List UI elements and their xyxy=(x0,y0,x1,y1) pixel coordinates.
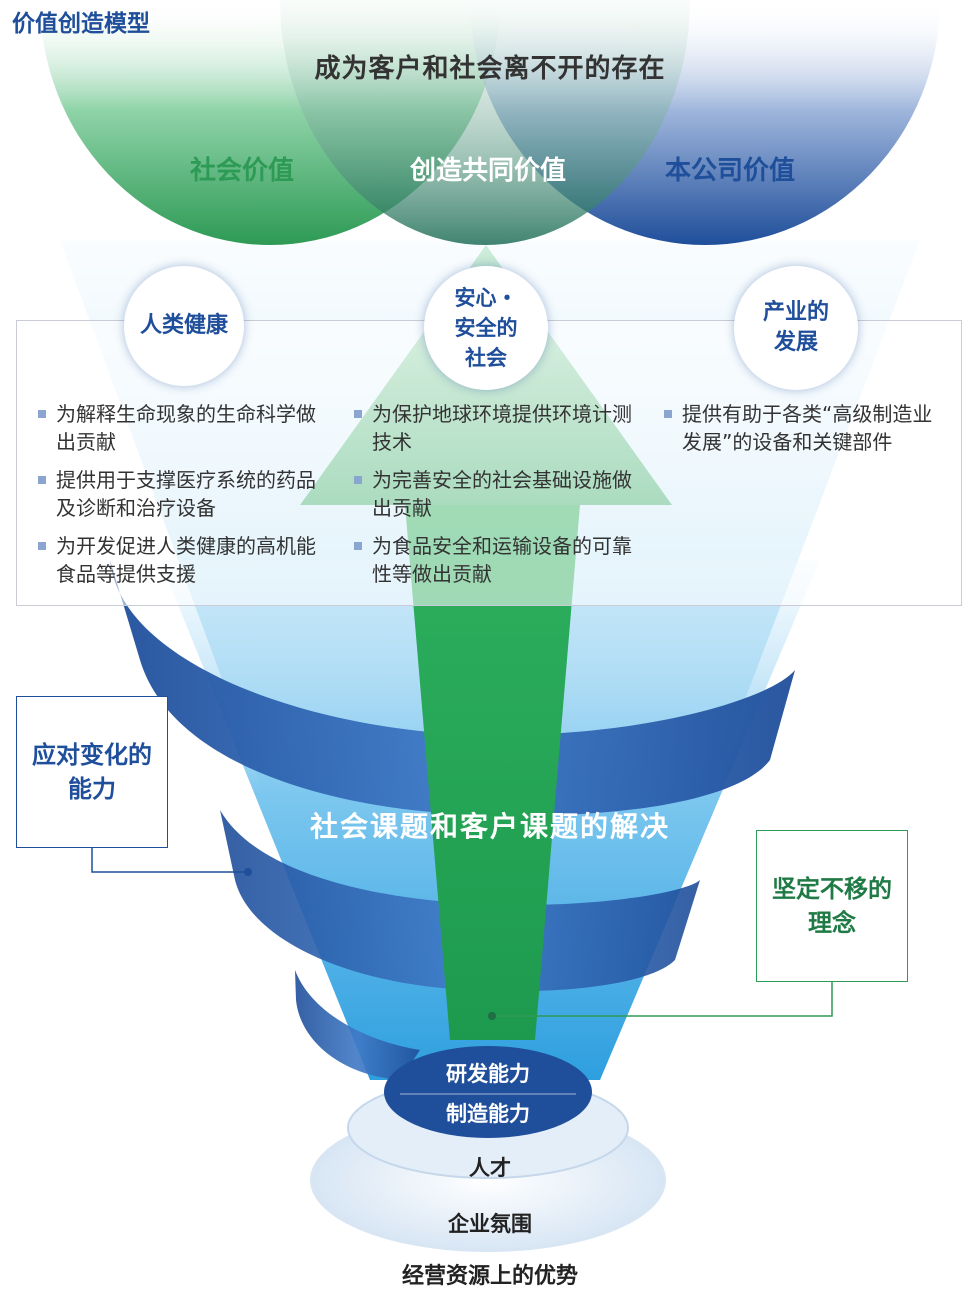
diagram-title: 价值创造模型 xyxy=(12,11,150,37)
heading-line: 安全的 xyxy=(454,316,518,340)
pillar-heading-safe-society: 安心・ 安全的 社会 xyxy=(424,266,548,390)
rd-capability-label: 研发能力 xyxy=(446,1062,530,1086)
shared-value-label: 创造共同价值 xyxy=(409,156,566,186)
heading-line: 发展 xyxy=(773,330,818,355)
list-item: 提供用于支撑医疗系统的药品及诊断和治疗设备 xyxy=(36,466,316,522)
manufacturing-capability-label: 制造能力 xyxy=(446,1102,530,1126)
list-item: 为开发促进人类健康的高机能食品等提供支援 xyxy=(36,532,316,588)
social-value-label: 社会价值 xyxy=(189,156,294,186)
list-item: 为保护地球环境提供环境计测技术 xyxy=(352,400,632,456)
philosophy-label: 坚定不移的理念 xyxy=(772,875,892,937)
pillar-heading-health: 人类健康 xyxy=(124,266,244,386)
list-item: 为解释生命现象的生命科学做出贡献 xyxy=(36,400,316,456)
list-item: 为完善安全的社会基础设施做出贡献 xyxy=(352,466,632,522)
list-item: 为食品安全和运输设备的可靠性等做出贡献 xyxy=(352,532,632,588)
adaptability-box: 应对变化的能力 xyxy=(16,696,168,848)
adaptability-label: 应对变化的能力 xyxy=(32,741,152,803)
pillar-list-industry: 提供有助于各类“高级制造业发展”的设备和关键部件 xyxy=(662,400,942,466)
pillar-heading-industry: 产业的 发展 xyxy=(734,266,858,390)
resource-advantage-label: 经营资源上的优势 xyxy=(401,1264,578,1289)
heading-line: 安心・ xyxy=(454,286,518,310)
pillar-list-health: 为解释生命现象的生命科学做出贡献 提供用于支撑医疗系统的药品及诊断和治疗设备 为… xyxy=(36,400,316,598)
list-item: 提供有助于各类“高级制造业发展”的设备和关键部件 xyxy=(662,400,942,456)
solution-label: 社会课题和客户课题的解决 xyxy=(309,810,670,843)
heading-line: 产业的 xyxy=(762,300,829,325)
corporate-culture-label: 企业氛围 xyxy=(448,1212,532,1236)
pillar-list-safe-society: 为保护地球环境提供环境计测技术 为完善安全的社会基础设施做出贡献 为食品安全和运… xyxy=(352,400,632,598)
talent-label: 人才 xyxy=(469,1156,511,1180)
heading-line: 社会 xyxy=(465,346,507,370)
company-value-label: 本公司价值 xyxy=(664,156,795,186)
top-banner: 成为客户和社会离不开的存在 xyxy=(314,54,666,84)
heading-line: 人类健康 xyxy=(139,313,228,338)
philosophy-box: 坚定不移的理念 xyxy=(756,830,908,982)
